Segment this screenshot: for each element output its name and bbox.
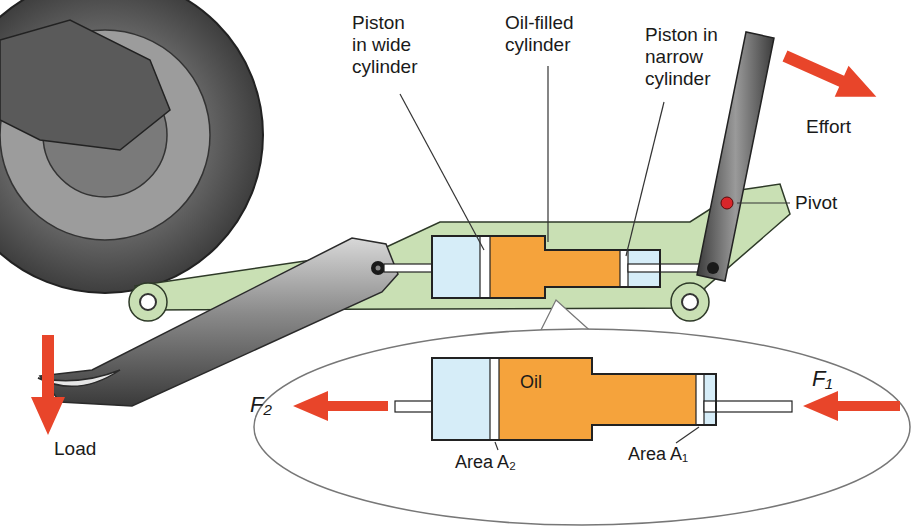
pivot-point [721,197,733,209]
caster-hub [140,294,156,310]
leader-line [547,66,548,242]
narrow-piston [620,250,628,287]
caster-wheels [129,283,709,321]
handle-joint [707,262,719,274]
part-label: Oil [520,372,542,393]
force-symbol: F₁ [812,366,832,392]
part-label: Oil-filled cylinder [505,12,605,56]
inset-ellipse [254,329,910,525]
arm-joint [371,261,385,275]
leader-line [626,102,664,256]
force-label: Effort [806,116,851,138]
area-label: Area A₁ [628,444,688,465]
force-symbol: F₂ [250,392,272,418]
car-wheel [0,0,263,293]
leader-line [495,442,498,450]
force-label: Load [54,438,96,460]
leader-line [400,94,484,250]
part-label: Pivot [795,192,837,214]
caster [129,283,167,321]
force-arrow [803,391,900,421]
leader-lines [400,66,790,256]
cylinder-outline [432,358,716,440]
caster [671,283,709,321]
effort-arrow [778,40,883,112]
wide-piston [490,358,499,440]
oil [490,236,620,298]
cylinder-outline [432,236,660,298]
part-label: Piston in narrow cylinder [645,24,735,91]
piston-rod [704,401,792,412]
load-arrow [31,335,65,435]
leader-line [737,202,790,203]
narrow-piston [696,374,704,425]
inset-cylinder [395,358,792,440]
narrow-cylinder [696,374,716,425]
leader-line [676,427,699,443]
force-arrow [293,391,388,421]
wide-cylinder [432,358,490,440]
area-label: Area A₂ [455,452,516,473]
car-body [0,20,170,150]
tyre [0,0,263,293]
cylinder-assembly [384,236,714,298]
oil [498,358,696,440]
part-label: Piston in wide cylinder [352,12,420,79]
arm-joint-centre [376,266,381,271]
caster-hub [682,294,698,310]
